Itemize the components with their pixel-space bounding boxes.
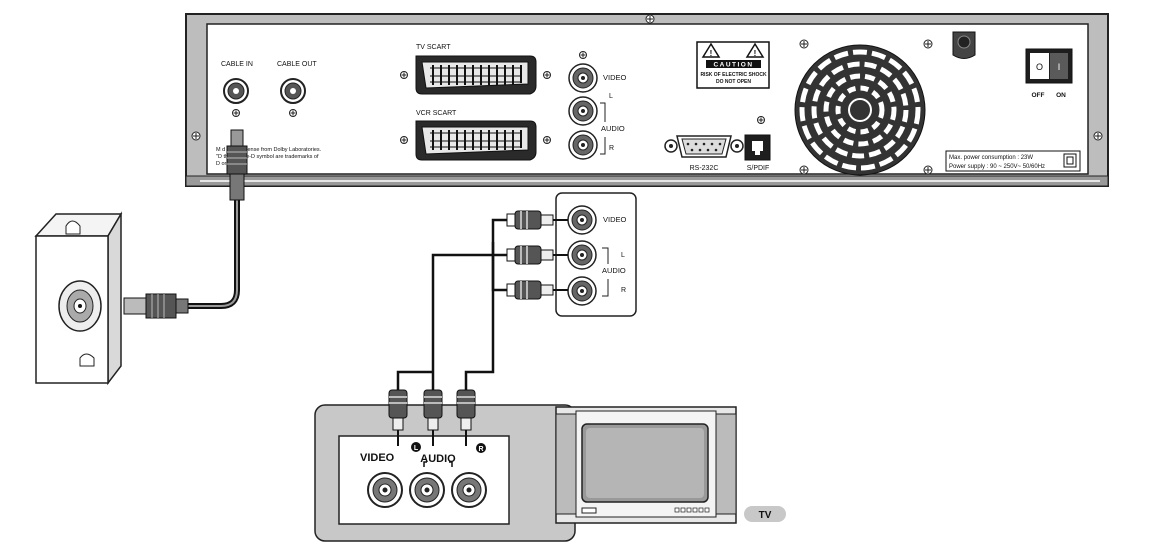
warning-icon: ! [701, 42, 721, 58]
screw-icon [799, 39, 809, 49]
power-on-symbol: I [1058, 62, 1061, 72]
wall-antenna-outlet [34, 211, 123, 386]
screw-icon [757, 116, 765, 124]
closeup-audio-right-jack[interactable] [567, 276, 597, 306]
screw-icon [579, 51, 587, 59]
closeup-audio-right-label: R [621, 287, 626, 294]
video-out-jack[interactable] [568, 63, 598, 93]
cable-in-connector[interactable] [223, 78, 249, 104]
tv-audio-right-plug [456, 389, 476, 446]
audio-right-out-jack[interactable] [568, 130, 598, 160]
device-rear-panel: CABLE IN CABLE OUT M d under license fro… [185, 13, 1109, 187]
tv-audio-right-in-jack[interactable] [451, 472, 487, 508]
vcr-scart-connector[interactable] [415, 120, 537, 161]
dolby-notice-line2: "D the double-D symbol are trademarks of [216, 154, 319, 160]
tv-scart-connector[interactable] [415, 55, 537, 95]
svg-text:L: L [414, 445, 419, 452]
av-cable-set [396, 210, 568, 390]
audio-right-plug [506, 280, 568, 300]
tv-video-in-jack[interactable] [367, 472, 403, 508]
tv-label: TV [759, 510, 772, 521]
closeup-video-label: VIDEO [603, 215, 627, 224]
tv-video-label: VIDEO [360, 452, 395, 464]
power-consumption: Max. power consumption : 23W [949, 155, 1033, 161]
tv-set [555, 406, 737, 524]
power-on-label: ON [1056, 92, 1066, 99]
panel-audio-label: AUDIO [601, 124, 625, 133]
svg-text:R: R [478, 446, 483, 453]
antenna-cable [123, 129, 248, 319]
screw-icon [400, 136, 408, 144]
closeup-video-jack[interactable] [567, 205, 597, 235]
warning-icon: ! [745, 42, 765, 58]
power-off-symbol: O [1036, 62, 1043, 72]
spdif-port[interactable] [744, 134, 771, 161]
caution-line2: DO NOT OPEN [716, 79, 751, 85]
screw-icon [543, 136, 551, 144]
screw-icon [923, 165, 933, 175]
tv-audio-label: AUDIO [420, 453, 456, 465]
screw-icon [923, 39, 933, 49]
closeup-audio-label: AUDIO [602, 266, 626, 275]
power-supply: Power supply : 90 ~ 250V~ 50/60Hz [949, 164, 1045, 170]
panel-audio-right-label: R [609, 145, 614, 152]
vcr-scart-label: VCR SCART [416, 110, 457, 117]
cable-out-label: CABLE OUT [277, 61, 317, 68]
closeup-audio-left-jack[interactable] [567, 240, 597, 270]
power-switch[interactable]: O I [1025, 48, 1073, 84]
power-cord-inlet [952, 31, 976, 59]
audio-left-plug [506, 245, 568, 265]
svg-text:!: ! [710, 49, 713, 58]
panel-audio-left-label: L [609, 93, 613, 100]
dolby-notice-line1: M d under license from Dolby Laboratorie… [216, 147, 322, 153]
tv-input-panel: VIDEO AUDIO L R [314, 389, 576, 542]
screw-icon [1093, 131, 1103, 141]
screw-icon [645, 14, 655, 24]
screw-icon [191, 131, 201, 141]
video-plug [506, 210, 568, 230]
spdif-label: S/PDIF [747, 165, 770, 172]
caution-label: ! ! CAUTION RISK OF ELECTRIC SHOCK DO NO… [696, 41, 770, 89]
screw-icon [799, 165, 809, 175]
tv-audio-left-plug [423, 389, 443, 446]
cable-in-label: CABLE IN [221, 61, 253, 68]
tv-label-badge: TV [744, 506, 786, 522]
fan-vent [794, 44, 926, 176]
cable-out-connector[interactable] [280, 78, 306, 104]
power-off-label: OFF [1032, 92, 1045, 99]
screw-icon [543, 71, 551, 79]
device-av-output-closeup: VIDEO L AUDIO R [555, 192, 637, 317]
screw-icon [400, 71, 408, 79]
rs232c-port[interactable] [664, 135, 744, 158]
screw-icon [289, 109, 297, 117]
tv-audio-left-in-jack[interactable] [409, 472, 445, 508]
panel-video-label: VIDEO [603, 73, 627, 82]
left-channel-badge: L [411, 442, 421, 452]
closeup-audio-left-label: L [621, 252, 625, 259]
right-channel-badge: R [476, 443, 486, 453]
tv-scart-label: TV SCART [416, 44, 451, 51]
audio-left-out-jack[interactable] [568, 96, 598, 126]
tv-video-plug [388, 389, 408, 446]
rs232c-label: RS-232C [690, 165, 719, 172]
caution-title: CAUTION [713, 62, 753, 69]
caution-line1: RISK OF ELECTRIC SHOCK [700, 72, 767, 78]
svg-text:!: ! [754, 49, 757, 58]
power-spec-box: Max. power consumption : 23W Power suppl… [945, 150, 1081, 172]
screw-icon [232, 109, 240, 117]
